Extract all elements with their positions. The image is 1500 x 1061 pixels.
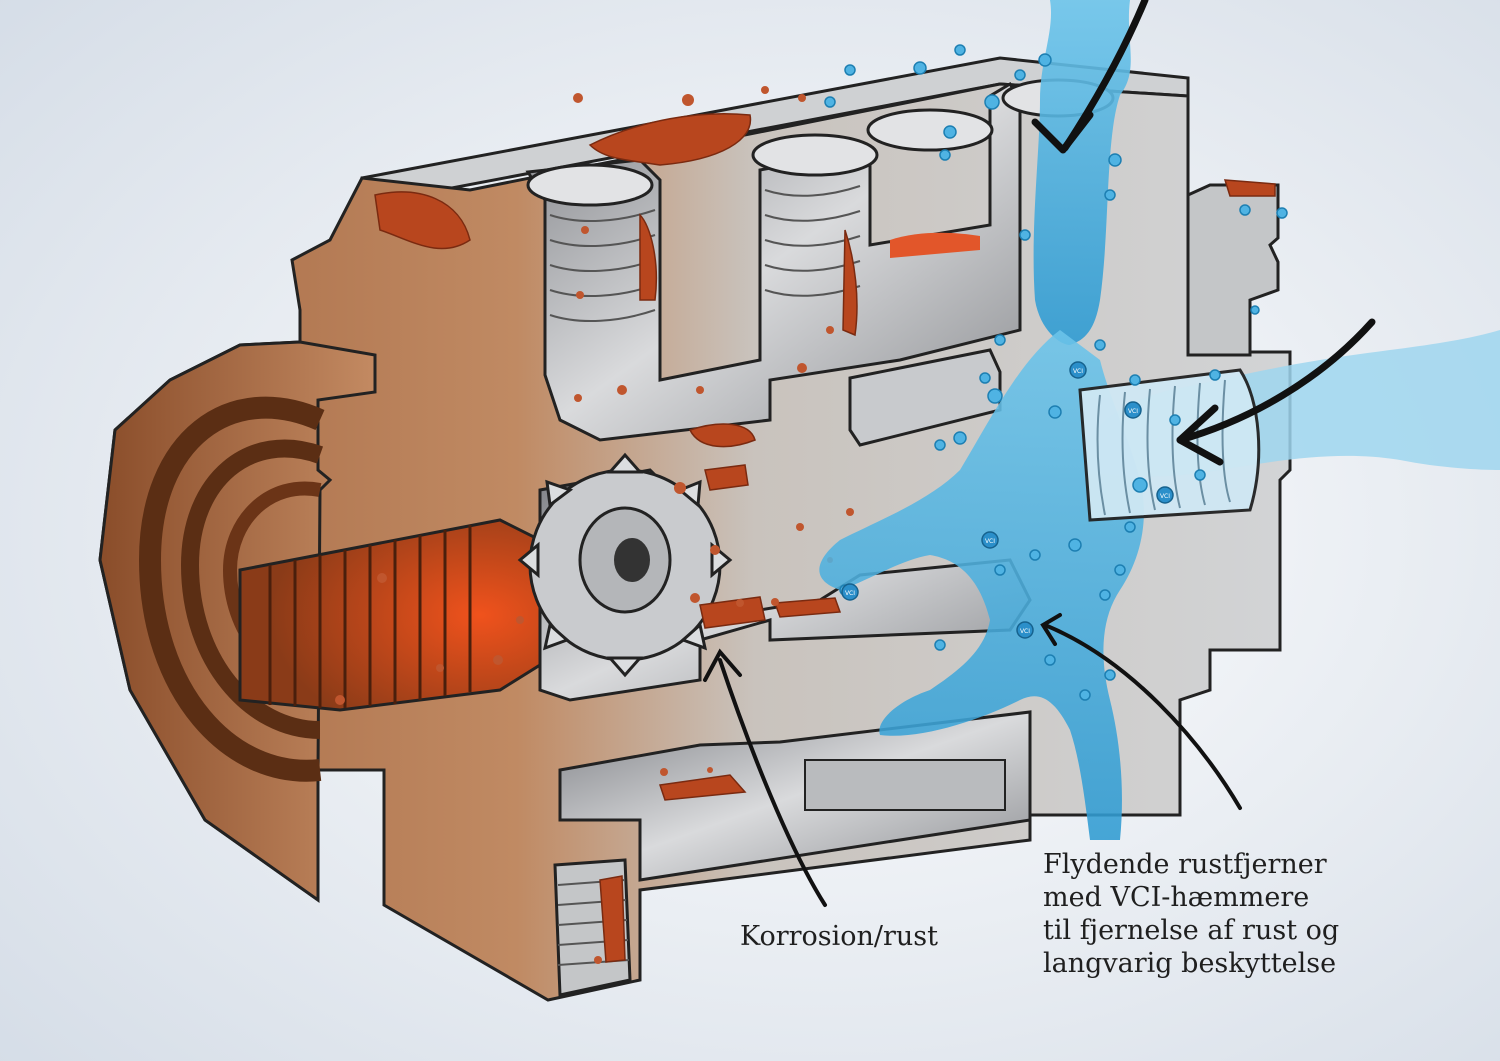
flange-groove-2 [180, 439, 324, 739]
gear [517, 452, 733, 678]
arrow-top-flow-head [1031, 111, 1094, 154]
label-rust-remover-line-2: med VCI-hæmmere [1043, 882, 1310, 913]
gear-hub-hole [614, 538, 650, 582]
svg-text:VCI: VCI [1073, 368, 1083, 375]
liquid-splash [819, 330, 1144, 840]
svg-text:VCI: VCI [845, 590, 855, 597]
rust-pocket [890, 232, 980, 258]
label-rust-remover-line-4: langvarig beskyttelse [1043, 948, 1337, 979]
vci-bubbles [824, 44, 1288, 701]
rusted-thread-bore [238, 518, 542, 712]
svg-text:VCI: VCI [1160, 493, 1170, 500]
slot-inner [804, 759, 1006, 811]
label-rust-remover-line-1: Flydende rustfjerner [1043, 849, 1327, 880]
svg-text:VCI: VCI [1020, 628, 1030, 635]
callout-corrosion-head [703, 648, 742, 682]
rusted-threads [268, 525, 472, 708]
callout-remover-line [1043, 623, 1242, 810]
flow-arrows [1031, 0, 1376, 466]
flange-groove-1 [138, 396, 325, 782]
upper-ports [525, 78, 1115, 442]
svg-text:VCI: VCI [1128, 408, 1138, 415]
callout-remover-head [1040, 613, 1062, 646]
label-rust-remover-line-3: til fjernelse af rust og [1043, 915, 1340, 946]
label-rust-remover: Flydende rustfjerner med VCI-hæmmere til… [1043, 848, 1339, 980]
slot-lower [558, 710, 1032, 882]
label-corrosion: Korrosion/rust [740, 921, 939, 952]
callout-lines [703, 613, 1242, 907]
svg-text:VCI: VCI [985, 538, 995, 545]
arrow-side-flow [1176, 318, 1376, 444]
rust-patches [374, 113, 1276, 963]
vci-labelled-bubbles: VCI VCI VCI VCI VCI VCI [841, 361, 1174, 639]
callout-corrosion-line [718, 658, 827, 907]
port-cavity [525, 81, 1022, 442]
arrow-side-flow-head [1176, 404, 1224, 466]
